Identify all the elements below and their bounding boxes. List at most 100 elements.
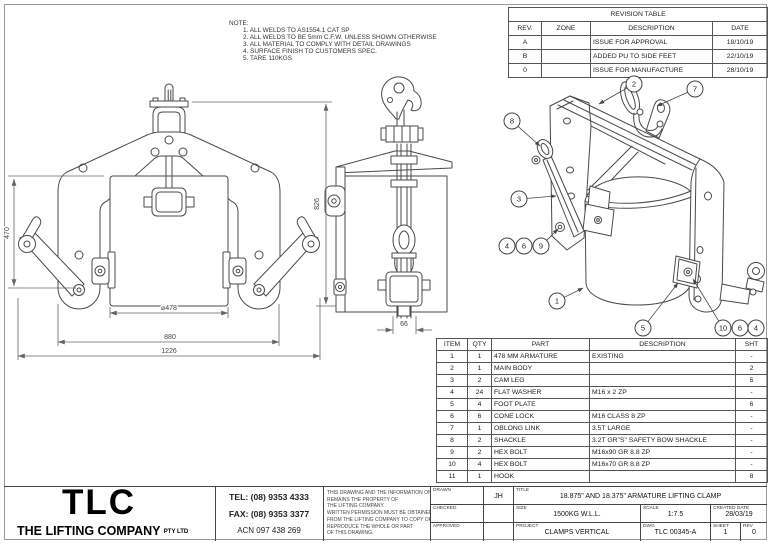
table-cell: ISSUE FOR APPROVAL xyxy=(590,35,713,50)
table-cell: FLAT WASHER xyxy=(491,386,590,399)
checked-label: CHECKED xyxy=(433,506,457,511)
table-cell xyxy=(589,362,736,375)
drawing-title: 18.875" AND 18.375" ARMATURE LIFTING CLA… xyxy=(559,493,722,500)
table-cell xyxy=(541,35,591,50)
rev-label: REV xyxy=(743,524,753,529)
project-label: PROJECT xyxy=(516,524,539,529)
table-cell: 6 xyxy=(467,410,492,423)
table-cell: 24 xyxy=(467,386,492,399)
table-cell: 7 xyxy=(436,422,468,435)
company-logo: TLC xyxy=(62,483,137,522)
scale-cell: SCALE 1:7.5 xyxy=(640,505,710,523)
revision-table-title: REVISION TABLE xyxy=(507,7,769,22)
table-cell xyxy=(541,49,591,64)
disclaimer-line: THIS DRAWING AND THE INFORMATION ON IT xyxy=(327,490,430,496)
note-item: 5. TARE 110KGS xyxy=(243,55,293,62)
title-block-fields: DRAWN JH TITLE 18.875" AND 18.375" ARMATU… xyxy=(430,487,767,541)
table-cell: 0 xyxy=(508,63,542,78)
table-cell: - xyxy=(735,458,768,471)
scale-label: SCALE xyxy=(643,506,659,511)
table-cell: 28/10/19 xyxy=(711,63,769,78)
company-name-text: THE LIFTING COMPANY xyxy=(17,524,161,538)
table-cell: 10 xyxy=(436,458,468,471)
drawn-value-cell: JH xyxy=(483,487,513,505)
table-cell: FOOT PLATE xyxy=(491,398,590,411)
table-cell: SHACKLE xyxy=(491,434,590,447)
note-item: 1. ALL WELDS TO AS1554.1 CAT SP xyxy=(243,27,350,34)
table-cell: 4 xyxy=(467,398,492,411)
table-cell: - xyxy=(735,350,768,363)
table-cell: HEX BOLT xyxy=(491,446,590,459)
title-block: TLC THE LIFTING COMPANY PTY LTD TEL: (08… xyxy=(4,483,767,541)
column-header: QTY xyxy=(467,338,492,351)
table-cell: 2 xyxy=(467,446,492,459)
table-cell: ADDED PU TO SIDE FEET xyxy=(590,49,713,64)
column-header: DESCRIPTION xyxy=(590,21,713,36)
scale-value: 1:7.5 xyxy=(667,511,684,518)
column-header: PART xyxy=(491,338,590,351)
title-cell: TITLE 18.875" AND 18.375" ARMATURE LIFTIN… xyxy=(513,487,767,505)
column-header: REV. xyxy=(508,21,542,36)
table-cell: EXISTING xyxy=(589,350,736,363)
approved-value-cell xyxy=(483,523,513,541)
table-cell: 478 MM ARMATURE xyxy=(491,350,590,363)
column-header: ITEM xyxy=(436,338,468,351)
tel-line: TEL: (08) 9353 4333 xyxy=(229,492,309,502)
table-cell: - xyxy=(735,434,768,447)
note-item: 4. SURFACE FINISH TO CUSTOMERS SPEC. xyxy=(243,48,377,55)
table-cell: A xyxy=(508,35,542,50)
table-cell: 4 xyxy=(467,458,492,471)
table-cell: - xyxy=(735,446,768,459)
disclaimer-line: FROM THE LIFTING COMPANY TO COPY OR xyxy=(327,516,430,523)
table-cell: 3.2T GR"S" SAFETY BOW SHACKLE xyxy=(589,434,736,447)
created-date-value: 28/03/19 xyxy=(725,511,753,518)
sheet-value: 1 xyxy=(723,529,728,536)
table-cell: 1 xyxy=(467,350,492,363)
table-cell: 5 xyxy=(735,374,768,387)
size-value: 1500KG W.L.L. xyxy=(553,511,601,518)
column-header: DESCRIPTION xyxy=(589,338,736,351)
table-cell: CONE LOCK xyxy=(491,410,590,423)
title-label: TITLE xyxy=(516,488,530,493)
table-cell: 5 xyxy=(436,398,468,411)
size-label: SIZE xyxy=(516,506,527,511)
table-cell: M16 CLASS 8 ZP xyxy=(589,410,736,423)
table-cell: 11 xyxy=(436,470,468,483)
checked-cell: CHECKED xyxy=(430,505,483,523)
table-cell: 22/10/19 xyxy=(711,49,769,64)
drawn-cell: DRAWN xyxy=(430,487,483,505)
table-cell xyxy=(541,63,591,78)
dwg-label: DWG xyxy=(643,524,655,529)
notes-title: NOTE: xyxy=(229,20,249,27)
table-cell: 4 xyxy=(436,386,468,399)
column-header: DATE xyxy=(711,21,769,36)
checked-value-cell xyxy=(483,505,513,523)
table-cell: 2 xyxy=(735,362,768,375)
table-cell: - xyxy=(735,386,768,399)
table-cell: 6 xyxy=(436,410,468,423)
drawn-label: DRAWN xyxy=(433,488,451,493)
contact-box: TEL: (08) 9353 4333 FAX: (08) 9353 3377 … xyxy=(215,487,323,541)
